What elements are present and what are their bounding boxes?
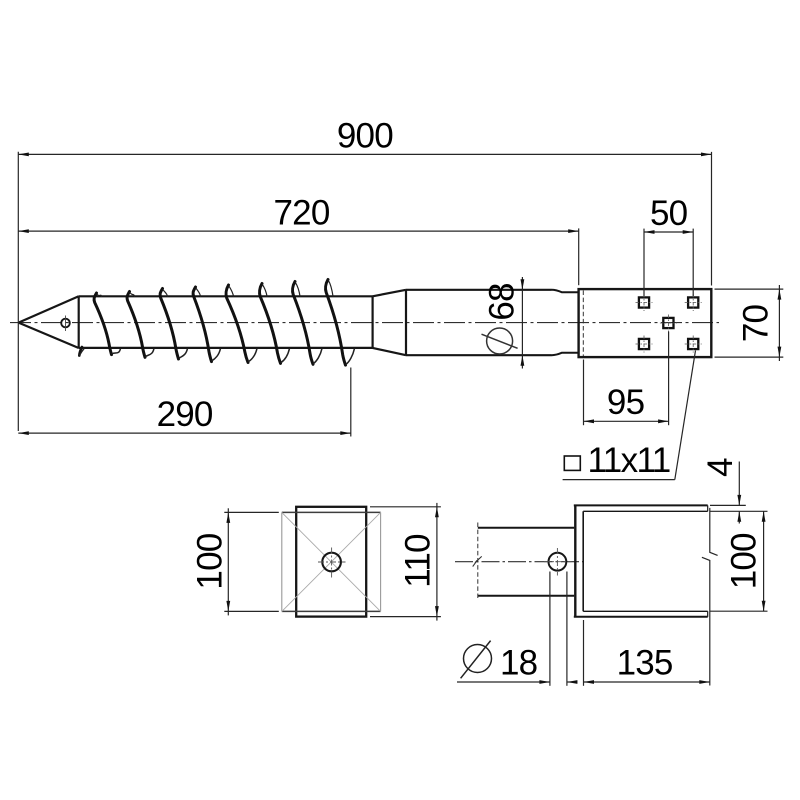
svg-text:18: 18	[500, 644, 537, 683]
svg-text:720: 720	[274, 193, 330, 232]
svg-text:95: 95	[607, 383, 644, 422]
svg-text:100: 100	[191, 533, 230, 589]
svg-text:100: 100	[724, 533, 763, 589]
svg-text:4: 4	[701, 458, 740, 477]
svg-text:900: 900	[337, 117, 393, 156]
svg-text:50: 50	[650, 194, 688, 233]
svg-text:70: 70	[737, 305, 776, 343]
svg-text:68: 68	[482, 283, 521, 320]
svg-text:110: 110	[398, 534, 437, 588]
svg-text:135: 135	[617, 644, 673, 683]
svg-text:11x11: 11x11	[588, 441, 670, 480]
svg-text:290: 290	[157, 395, 213, 434]
